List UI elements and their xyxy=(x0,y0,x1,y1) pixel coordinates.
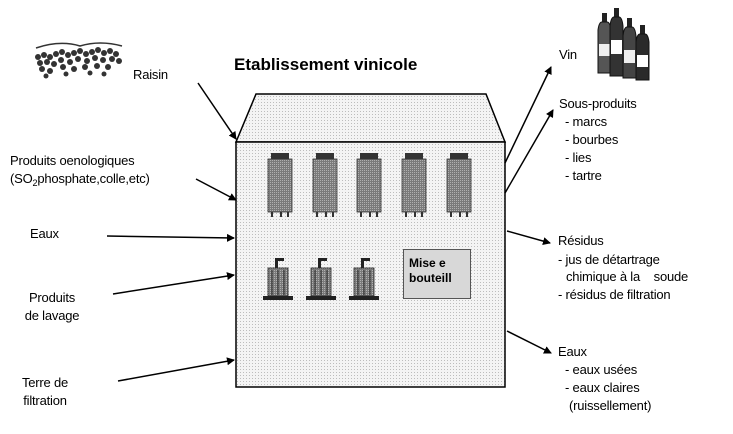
arrow-sous-produits xyxy=(505,110,553,193)
eaux-output-item: - eaux claires xyxy=(565,379,640,396)
sous-produit-item: - tartre xyxy=(565,167,602,184)
arrow-terre-filtration xyxy=(118,360,234,381)
terre-label-line1: Terre de xyxy=(14,374,76,391)
eaux-output-item: (ruissellement) xyxy=(569,397,651,414)
winery-building xyxy=(236,94,505,387)
residus-item: chimique à la soude xyxy=(566,268,688,285)
arrow-vin xyxy=(505,67,551,163)
diagram-title: Etablissement vinicole xyxy=(234,55,417,75)
sous-produit-item: - lies xyxy=(565,149,591,166)
tank-icon xyxy=(357,153,381,217)
mise-label-line2: bouteill xyxy=(409,271,470,286)
lavage-label-line2: de lavage xyxy=(18,307,86,324)
tank-icon xyxy=(447,153,471,217)
lavage-label-line1: Produits xyxy=(18,289,86,306)
mise-label-line1: Mise e xyxy=(409,256,470,271)
eaux-input-label: Eaux xyxy=(30,225,59,242)
arrow-raisin xyxy=(198,83,236,139)
produits-oenologiques-label: Produits oenologiques xyxy=(10,152,134,169)
arrow-residus xyxy=(507,231,550,243)
residus-item: - jus de détartrage xyxy=(558,251,660,268)
residus-title: Résidus xyxy=(558,232,604,249)
eaux-output-item: - eaux usées xyxy=(565,361,637,378)
tank-icon xyxy=(313,153,337,217)
wine-bottles-icon xyxy=(598,8,649,80)
tank-icon xyxy=(268,153,292,217)
arrow-produits-oenologiques xyxy=(196,179,236,200)
terre-label-line2: filtration xyxy=(14,392,76,409)
mise-en-bouteille-box: Mise e bouteill xyxy=(403,249,471,299)
tank-icon xyxy=(402,153,426,217)
arrow-produits-lavage xyxy=(113,275,234,294)
produits-oenologiques-detail: (SO2phosphate,colle,etc) xyxy=(10,170,150,192)
raisin-label: Raisin xyxy=(133,66,168,83)
arrow-eaux-in xyxy=(107,236,234,238)
eaux-output-title: Eaux xyxy=(558,343,587,360)
arrow-eaux-out xyxy=(507,331,551,353)
sous-produits-title: Sous-produits xyxy=(559,95,637,112)
residus-item: - résidus de filtration xyxy=(558,286,670,303)
sous-produit-item: - marcs xyxy=(565,113,607,130)
sous-produit-item: - bourbes xyxy=(565,131,618,148)
grapes-icon xyxy=(35,43,122,79)
vin-label: Vin xyxy=(559,46,577,63)
